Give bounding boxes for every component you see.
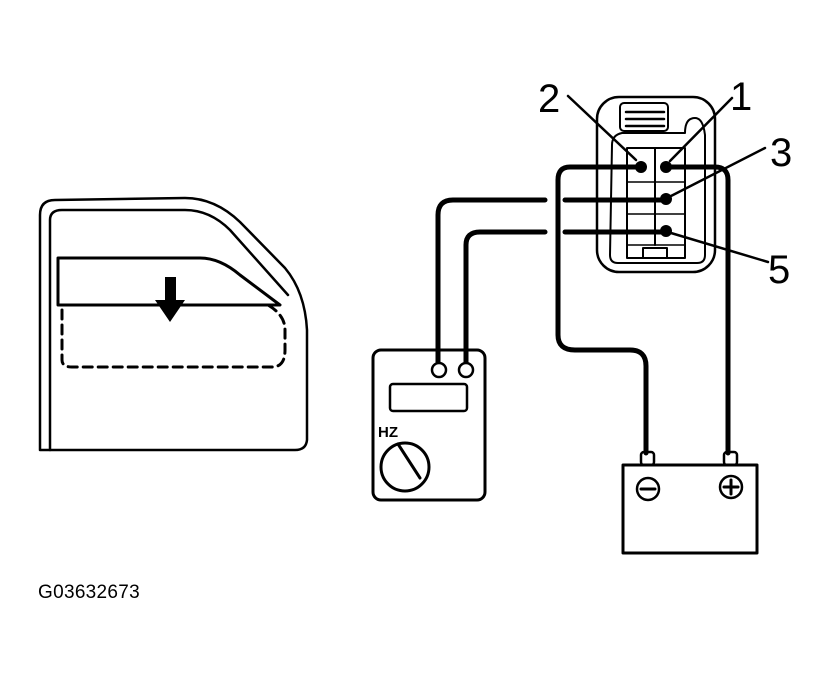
- meter-display: [388, 382, 469, 413]
- connector-latch: [619, 102, 669, 132]
- connector-housing-inner: [609, 117, 706, 264]
- door-window-glass-edge: [56, 256, 282, 307]
- meter-body: [371, 348, 487, 502]
- leader-pin2: [566, 94, 638, 162]
- connector-housing-outer: [595, 95, 717, 274]
- pin-1: [660, 161, 672, 173]
- pin-5: [660, 225, 672, 237]
- pin-3: [660, 193, 672, 205]
- door-window-lowered-outline: [60, 303, 287, 369]
- battery-terminal-positive: [722, 450, 739, 467]
- door-outline: [38, 196, 309, 452]
- battery: [621, 450, 759, 555]
- leader-pin1: [668, 96, 734, 163]
- wire-pin2-to-battery-negative: [555, 164, 649, 456]
- meter-terminal-right: [457, 361, 475, 379]
- battery-body: [621, 463, 759, 555]
- meter-terminal-left: [430, 361, 448, 379]
- plus-icon: [718, 474, 744, 500]
- pin-2: [635, 161, 647, 173]
- pin-label-1: 1: [730, 75, 752, 119]
- meter-hz-label: HZ: [378, 424, 398, 441]
- wire-pin1-to-battery-positive: [662, 164, 731, 456]
- door: [38, 196, 309, 452]
- wires: [435, 164, 731, 456]
- pin-label-2: 2: [538, 77, 560, 121]
- connector: [595, 95, 717, 274]
- wire-meter-to-pin5-left: [463, 229, 548, 365]
- minus-icon: [635, 476, 661, 502]
- down-arrow-icon: [155, 277, 185, 322]
- pin-label-3: 3: [770, 131, 792, 175]
- leader-lines: [566, 94, 770, 264]
- door-window-frame: [48, 208, 290, 452]
- meter-dial: [379, 441, 431, 493]
- leader-pin3: [669, 146, 767, 198]
- frequency-meter: [371, 348, 487, 502]
- figure-caption: G03632673: [38, 582, 141, 603]
- leader-pin5: [669, 231, 770, 264]
- pin-label-5: 5: [768, 248, 790, 292]
- battery-terminal-negative: [639, 450, 656, 467]
- wire-meter-to-pin3-left: [435, 197, 548, 365]
